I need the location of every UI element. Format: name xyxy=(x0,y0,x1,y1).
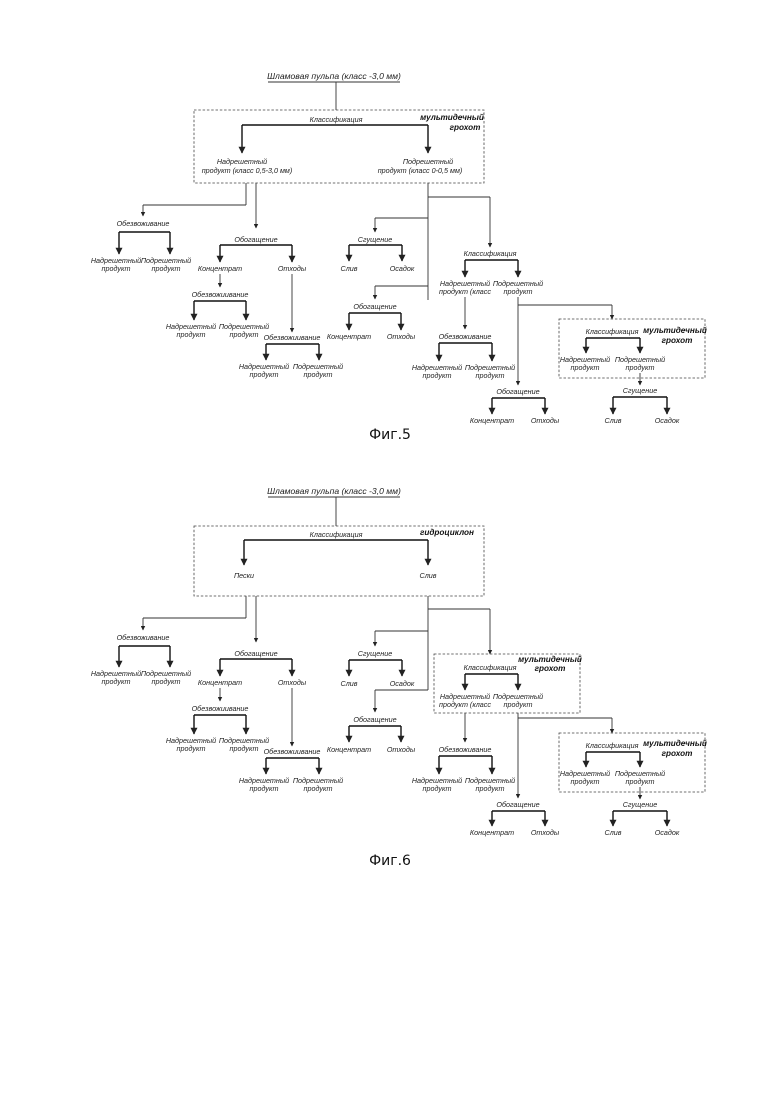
svg-text:продукт: продукт xyxy=(250,370,279,379)
svg-text:Классификация: Классификация xyxy=(586,741,639,750)
enrichment-label: Обогащение xyxy=(234,235,277,244)
svg-text:Обогащение: Обогащение xyxy=(234,649,277,658)
svg-text:Обезвоживание: Обезвоживание xyxy=(439,332,492,341)
multideck-screen-title: мультидечный xyxy=(420,113,484,122)
svg-text:продукт: продукт xyxy=(177,330,206,339)
svg-text:продукт: продукт xyxy=(152,677,181,686)
overflow-label: Слив xyxy=(420,571,437,580)
svg-text:Слив: Слив xyxy=(341,679,358,688)
svg-text:продукт: продукт xyxy=(626,363,655,372)
svg-text:Обогащение: Обогащение xyxy=(496,800,539,809)
svg-text:продукт: продукт xyxy=(230,330,259,339)
svg-text:мультидечный: мультидечный xyxy=(643,739,707,748)
svg-text:продукт: продукт xyxy=(304,370,333,379)
svg-text:Обезвоживание: Обезвоживание xyxy=(439,745,492,754)
svg-text:Обезвожиивание: Обезвожиивание xyxy=(192,704,249,713)
svg-text:Осадок: Осадок xyxy=(655,416,680,425)
svg-text:продукт: продукт xyxy=(304,784,333,793)
svg-text:Обогащение: Обогащение xyxy=(353,302,396,311)
svg-text:продукт: продукт xyxy=(152,264,181,273)
svg-text:Концентрат: Концентрат xyxy=(327,745,371,754)
svg-text:продукт: продукт xyxy=(230,744,259,753)
svg-text:Слив: Слив xyxy=(605,828,622,837)
svg-text:Концентрат: Концентрат xyxy=(198,678,242,687)
svg-text:Обезвожиивание: Обезвожиивание xyxy=(264,747,321,756)
svg-text:Отходы: Отходы xyxy=(387,745,416,754)
svg-text:мультидечный: мультидечный xyxy=(518,655,582,664)
svg-text:продукт: продукт xyxy=(102,677,131,686)
svg-text:Сгущение: Сгущение xyxy=(623,800,657,809)
svg-text:грохот: грохот xyxy=(535,664,566,673)
sands-label: Пески xyxy=(234,571,254,580)
svg-text:Слив: Слив xyxy=(341,264,358,273)
thickening-label: Сгущение xyxy=(358,235,392,244)
svg-text:Отходы: Отходы xyxy=(278,264,307,273)
svg-text:Концентрат: Концентрат xyxy=(470,828,514,837)
svg-text:Слив: Слив xyxy=(605,416,622,425)
feed-label: Шламовая пульпа (класс -3,0 мм) xyxy=(267,71,401,81)
svg-text:Обогащение: Обогащение xyxy=(496,387,539,396)
svg-text:Обезвоживание: Обезвоживание xyxy=(117,633,170,642)
svg-text:Шламовая пульпа (класс -3,0 мм: Шламовая пульпа (класс -3,0 мм) xyxy=(267,486,401,496)
svg-text:мультидечный: мультидечный xyxy=(643,326,707,335)
svg-text:продукт (класс 0-0,5 мм): продукт (класс 0-0,5 мм) xyxy=(378,166,463,175)
svg-text:Обогащение: Обогащение xyxy=(353,715,396,724)
svg-text:Концентрат: Концентрат xyxy=(470,416,514,425)
svg-text:Осадок: Осадок xyxy=(390,264,415,273)
undersize-product-label: Подрешетный xyxy=(403,157,453,166)
svg-text:продукт: продукт xyxy=(504,700,533,709)
svg-text:продукт: продукт xyxy=(626,777,655,786)
svg-text:Сгущение: Сгущение xyxy=(358,649,392,658)
classification-label: Классификация xyxy=(310,115,363,124)
svg-text:продукт: продукт xyxy=(423,371,452,380)
svg-text:грохот: грохот xyxy=(662,749,693,758)
svg-text:грохот: грохот xyxy=(450,123,481,132)
svg-text:Концентрат: Концентрат xyxy=(327,332,371,341)
svg-text:Обезвожиивание: Обезвожиивание xyxy=(192,290,249,299)
svg-text:Отходы: Отходы xyxy=(387,332,416,341)
svg-text:продукт: продукт xyxy=(571,363,600,372)
svg-text:продукт: продукт xyxy=(476,784,505,793)
svg-text:продукт: продукт xyxy=(571,777,600,786)
dewatering-label: Обезвоживание xyxy=(117,219,170,228)
svg-text:продукт: продукт xyxy=(177,744,206,753)
svg-text:Отходы: Отходы xyxy=(531,416,560,425)
svg-text:Обезвожиивание: Обезвожиивание xyxy=(264,333,321,342)
svg-text:продукт: продукт xyxy=(102,264,131,273)
svg-text:продукт (класс: продукт (класс xyxy=(439,287,491,296)
svg-text:продукт (класс 0,5-3,0 мм): продукт (класс 0,5-3,0 мм) xyxy=(202,166,293,175)
svg-text:Осадок: Осадок xyxy=(655,828,680,837)
svg-text:Классификация: Классификация xyxy=(310,530,363,539)
svg-text:Классификация: Классификация xyxy=(586,327,639,336)
svg-text:Классификация: Классификация xyxy=(464,249,517,258)
svg-text:продукт (класс: продукт (класс xyxy=(439,700,491,709)
figure-6-caption: Фиг.6 xyxy=(0,853,780,869)
svg-text:продукт: продукт xyxy=(504,287,533,296)
svg-text:продукт: продукт xyxy=(250,784,279,793)
figure-6-flowsheet: Шламовая пульпа (класс -3,0 мм) Классифи… xyxy=(0,476,780,876)
hydrocyclone-title: гидроциклон xyxy=(420,528,474,537)
svg-text:Осадок: Осадок xyxy=(390,679,415,688)
figure-5-caption: Фиг.5 xyxy=(0,427,780,443)
svg-text:Отходы: Отходы xyxy=(531,828,560,837)
svg-text:продукт: продукт xyxy=(423,784,452,793)
svg-text:грохот: грохот xyxy=(662,336,693,345)
svg-text:Концентрат: Концентрат xyxy=(198,264,242,273)
svg-text:Отходы: Отходы xyxy=(278,678,307,687)
oversize-product-label: Надрешетный xyxy=(217,157,267,166)
svg-text:Сгущение: Сгущение xyxy=(623,386,657,395)
figure-5-flowsheet: Шламовая пульпа (класс -3,0 мм) Классифи… xyxy=(0,60,780,460)
svg-text:Классификация: Классификация xyxy=(464,663,517,672)
svg-text:продукт: продукт xyxy=(476,371,505,380)
